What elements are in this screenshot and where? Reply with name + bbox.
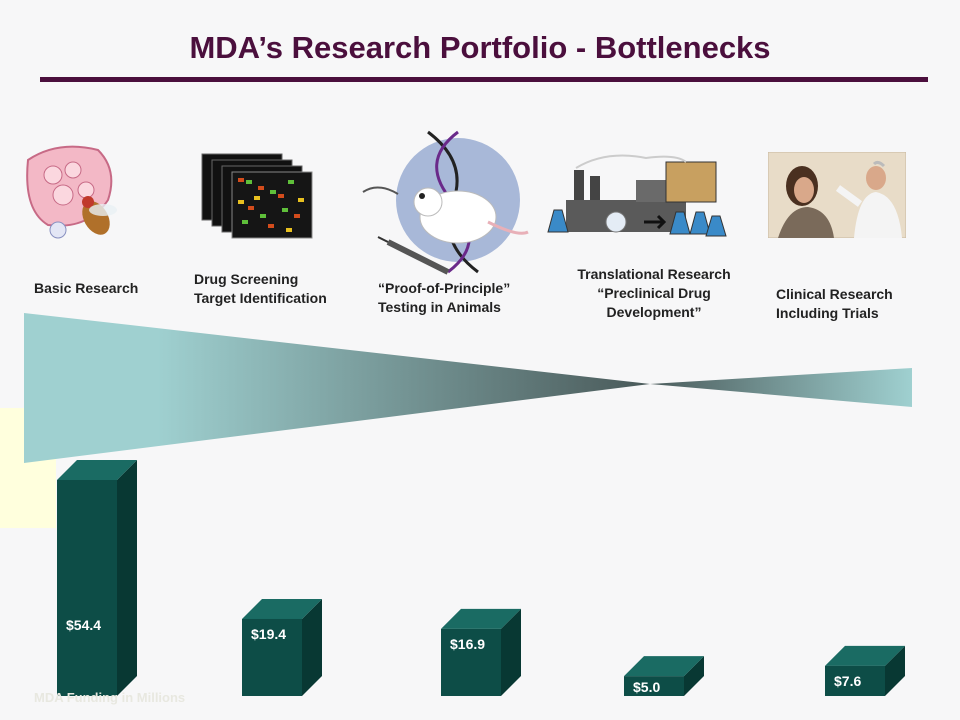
bar-2: $16.9 — [441, 608, 521, 696]
stage-label-basic-research: Basic Research — [34, 280, 139, 296]
factory-flasks-icon — [547, 154, 727, 237]
title-divider — [40, 77, 928, 82]
page-title: MDA’s Research Portfolio - Bottlenecks — [189, 30, 771, 65]
stage-label-translational-research: Translational Research “Preclinical Drug… — [577, 266, 731, 320]
bar-0: $54.4 — [57, 460, 137, 696]
bar-value-label: $7.6 — [834, 673, 861, 689]
bar-value-label: $19.4 — [251, 626, 286, 642]
bar-front — [242, 618, 302, 696]
bar-top — [825, 645, 905, 666]
bottleneck-funnel — [24, 313, 912, 463]
bar-top — [57, 460, 137, 480]
bars-layer: $54.4 $19.4 $16.9 $5.0 $7.6 — [57, 460, 905, 696]
bar-value-label: $16.9 — [450, 636, 485, 652]
bar-1: $19.4 — [242, 598, 322, 696]
bar-side — [117, 460, 137, 696]
microarray-icon — [201, 153, 313, 239]
bar-top — [242, 598, 322, 619]
bar-front — [441, 628, 501, 696]
stage-label-proof-of-principle: “Proof-of-Principle” Testing in Animals — [378, 280, 511, 315]
bar-front — [57, 480, 117, 696]
bar-side — [501, 608, 521, 696]
funding-footnote: MDA Funding in Millions — [34, 690, 186, 705]
bar-front — [825, 665, 885, 696]
doctor-patient-icon — [768, 152, 906, 238]
bar-side — [684, 656, 704, 696]
bar-4: $7.6 — [825, 645, 905, 696]
bar-front — [624, 676, 684, 696]
bar-top — [624, 656, 704, 677]
lab-mouse-dna-icon — [362, 130, 529, 275]
bar-side — [885, 645, 905, 696]
stage-label-drug-screening: Drug Screening Target Identification — [194, 271, 327, 306]
bar-value-label: $54.4 — [66, 617, 101, 633]
bar-side — [302, 598, 322, 696]
bar-value-label: $5.0 — [633, 679, 660, 695]
bar-3: $5.0 — [624, 656, 704, 696]
fruit-fly-cell-icon — [26, 145, 117, 239]
bar-top — [441, 608, 521, 629]
stage-label-clinical-research: Clinical Research Including Trials — [776, 286, 893, 321]
